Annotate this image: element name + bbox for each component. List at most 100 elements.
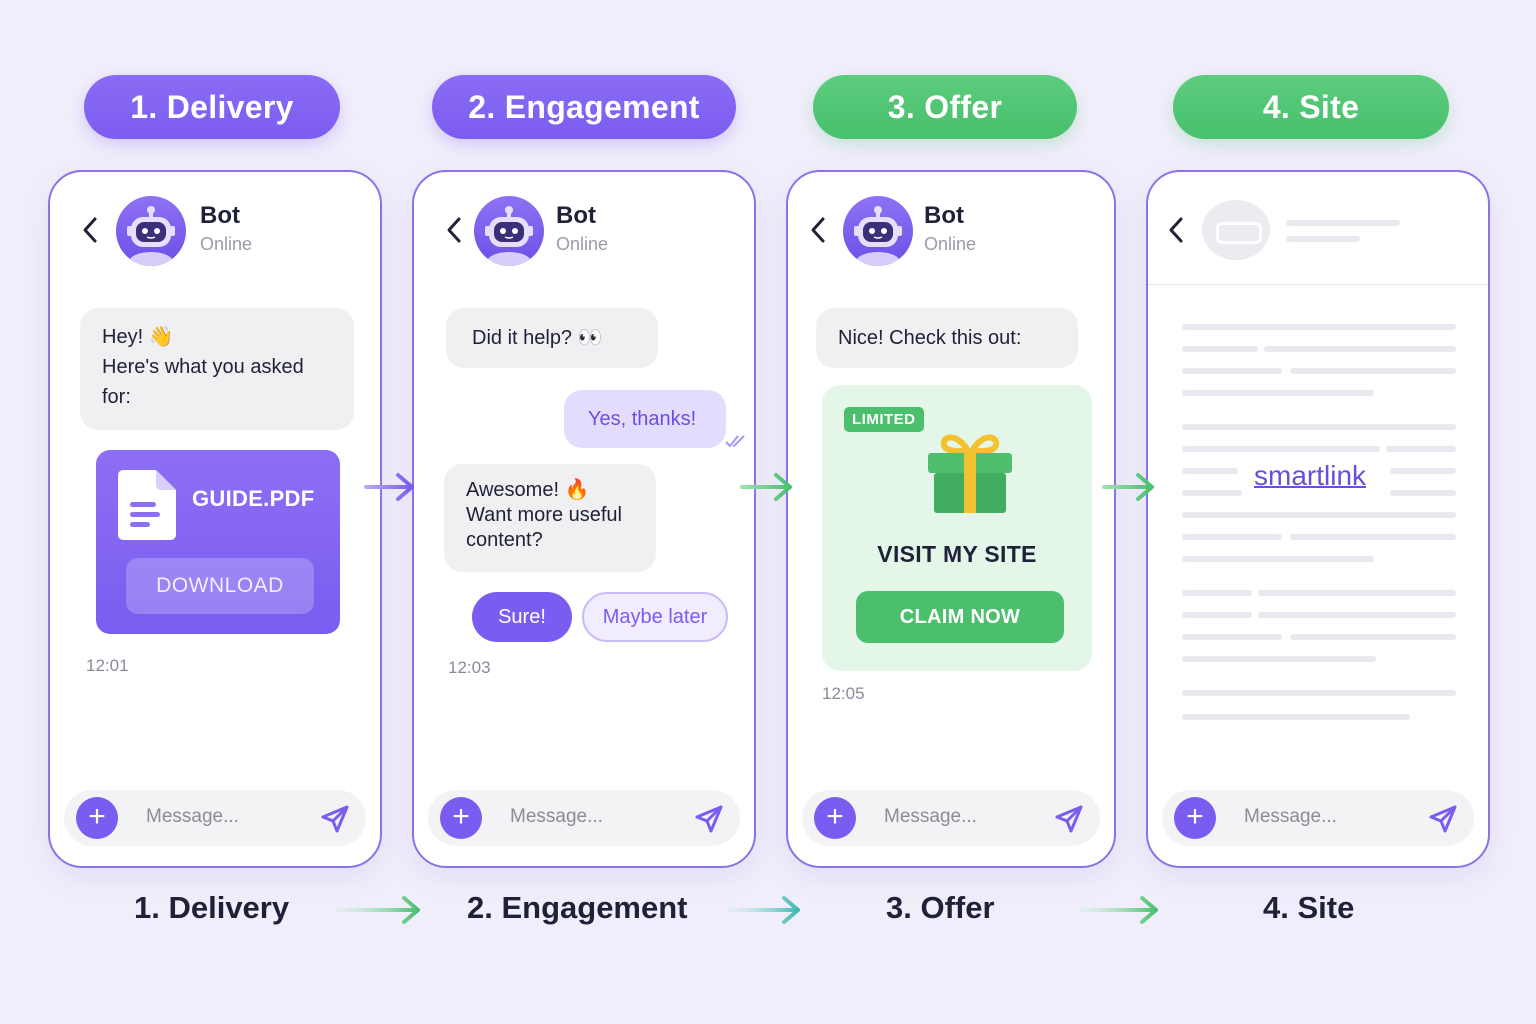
- message-line: content?: [466, 529, 543, 551]
- smartlink-link[interactable]: smartlink: [1254, 460, 1367, 491]
- bot-avatar: [843, 196, 913, 266]
- bot-status: Online: [924, 234, 977, 254]
- robot-icon: [485, 206, 533, 266]
- file-attachment-card: GUIDE.PDF DOWNLOAD: [96, 450, 340, 634]
- text-placeholder-line: [1290, 534, 1456, 540]
- add-attachment-button[interactable]: +: [814, 797, 856, 839]
- add-attachment-button[interactable]: +: [76, 797, 118, 839]
- text-placeholder-line: [1182, 590, 1252, 596]
- claim-now-button[interactable]: CLAIM NOW: [856, 591, 1064, 643]
- message-timestamp: 12:01: [86, 656, 129, 675]
- bot-status: Online: [200, 234, 253, 254]
- send-icon[interactable]: [320, 804, 350, 834]
- text-placeholder-line: [1182, 346, 1258, 352]
- bot-name: Bot: [556, 202, 596, 229]
- step-pill-engagement: 2. Engagement: [432, 75, 736, 139]
- text-placeholder-line: [1182, 368, 1282, 374]
- document-icon: [118, 470, 176, 540]
- add-attachment-button[interactable]: +: [1174, 797, 1216, 839]
- text-placeholder-line: [1182, 714, 1410, 720]
- bot-name: Bot: [924, 202, 964, 229]
- user-message-bubble: Yes, thanks!: [564, 390, 726, 448]
- robot-icon: [127, 206, 175, 266]
- robot-icon: [854, 206, 902, 266]
- text-placeholder-line: [1264, 346, 1456, 352]
- text-placeholder-line: [1390, 490, 1456, 496]
- text-placeholder-line: [1182, 534, 1282, 540]
- message-line: Did it help? 👀: [472, 327, 603, 349]
- step-pill-label: 4. Site: [1262, 88, 1360, 125]
- text-placeholder-line: [1290, 634, 1456, 640]
- step-pill-label: 2. Engagement: [468, 88, 700, 125]
- text-placeholder-line: [1290, 368, 1456, 374]
- arrow-right-icon: [334, 896, 420, 924]
- download-button[interactable]: DOWNLOAD: [126, 558, 314, 614]
- send-icon[interactable]: [694, 804, 724, 834]
- bottom-step-label: 1. Delivery: [134, 890, 290, 925]
- phone-delivery: Bot Online Hey! 👋 Here's what you asked …: [48, 170, 382, 868]
- message-input[interactable]: Message...: [1244, 806, 1337, 827]
- text-placeholder-line: [1182, 324, 1456, 330]
- step-pill-offer: 3. Offer: [813, 75, 1077, 139]
- text-placeholder-line: [1182, 690, 1456, 696]
- header-placeholder-line: [1286, 220, 1400, 226]
- message-line: Want more useful: [466, 504, 622, 526]
- text-placeholder-line: [1182, 446, 1380, 452]
- message-timestamp: 12:05: [822, 684, 865, 703]
- arrow-right-icon: [728, 896, 800, 924]
- bot-message-bubble: Nice! Check this out:: [816, 308, 1078, 368]
- message-input[interactable]: Message...: [884, 806, 977, 827]
- text-placeholder-line: [1182, 424, 1456, 430]
- text-placeholder-line: [1182, 468, 1238, 474]
- message-line: Nice! Check this out:: [838, 327, 1022, 349]
- message-line: Hey! 👋: [102, 326, 174, 348]
- site-header-divider: [1148, 284, 1488, 285]
- back-arrow-icon[interactable]: [808, 216, 828, 244]
- phone-engagement: Bot Online Did it help? 👀 Yes, thanks! A…: [412, 170, 756, 868]
- header-placeholder-line: [1286, 236, 1360, 242]
- send-icon[interactable]: [1054, 804, 1084, 834]
- arrow-right-icon: [1102, 473, 1154, 501]
- bottom-step-label: 3. Offer: [886, 890, 995, 925]
- bot-message-bubble: Did it help? 👀: [446, 308, 658, 368]
- maybe-later-quick-reply-button[interactable]: Maybe later: [582, 592, 728, 642]
- text-placeholder-line: [1182, 656, 1376, 662]
- text-placeholder-line: [1182, 490, 1242, 496]
- bot-status: Online: [556, 234, 609, 254]
- back-arrow-icon[interactable]: [1166, 216, 1186, 244]
- phone-offer: Bot Online Nice! Check this out: LIMITED…: [786, 170, 1116, 868]
- step-pill-label: 3. Offer: [887, 88, 1003, 125]
- bottom-step-label: 4. Site: [1263, 890, 1355, 925]
- bot-avatar: [116, 196, 186, 266]
- step-pill-label: 1. Delivery: [130, 88, 294, 125]
- offer-card: LIMITED VISIT MY SITE CLAIM NOW: [822, 385, 1092, 671]
- arrow-right-icon: [364, 473, 414, 501]
- text-placeholder-line: [1258, 612, 1456, 618]
- bot-message-bubble: Hey! 👋 Here's what you asked for:: [80, 308, 354, 430]
- add-attachment-button[interactable]: +: [440, 797, 482, 839]
- message-input[interactable]: Message...: [510, 806, 603, 827]
- back-arrow-icon[interactable]: [444, 216, 464, 244]
- text-placeholder-line: [1182, 556, 1374, 562]
- step-pill-delivery: 1. Delivery: [84, 75, 340, 139]
- message-timestamp: 12:03: [448, 658, 491, 677]
- bottom-step-label: 2. Engagement: [467, 890, 688, 925]
- bot-avatar: [474, 196, 544, 266]
- text-placeholder-line: [1258, 590, 1456, 596]
- text-placeholder-line: [1182, 634, 1282, 640]
- message-line: Yes, thanks!: [588, 408, 697, 430]
- message-line: Awesome! 🔥: [466, 479, 590, 501]
- phone-site: smartlink + Message...: [1146, 170, 1490, 868]
- message-composer: + Message...: [64, 790, 366, 846]
- message-composer: + Message...: [1162, 790, 1474, 846]
- bot-name: Bot: [200, 202, 240, 229]
- text-placeholder-line: [1182, 390, 1374, 396]
- read-receipt-icon: [725, 435, 745, 448]
- back-arrow-icon[interactable]: [80, 216, 100, 244]
- message-input[interactable]: Message...: [146, 806, 239, 827]
- sure-quick-reply-button[interactable]: Sure!: [472, 592, 572, 642]
- text-placeholder-line: [1390, 468, 1456, 474]
- send-icon[interactable]: [1428, 804, 1458, 834]
- site-logo-placeholder: [1202, 200, 1270, 260]
- message-line: Here's what you asked: [102, 356, 304, 378]
